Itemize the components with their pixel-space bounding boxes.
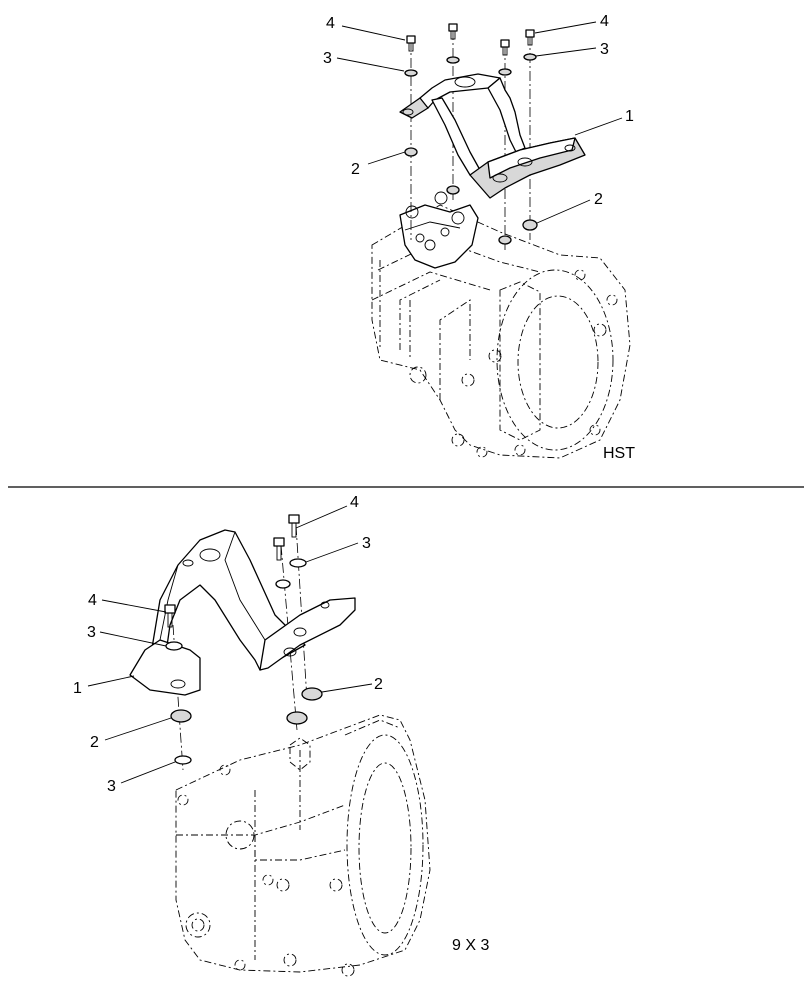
gear-leaders: [87, 505, 373, 784]
hst-transmission-housing: [371, 204, 631, 459]
callout: 1: [625, 108, 634, 125]
callout: 2: [351, 161, 360, 178]
gear-callouts: 4 3 4 3 1 2 2 3: [73, 494, 383, 795]
hst-bolt-1: [406, 35, 416, 52]
callout: 2: [90, 734, 99, 751]
gear-bolt-3: [288, 514, 300, 538]
gear-rubber-mounts: [170, 687, 323, 725]
callout: 2: [374, 676, 383, 693]
gear-view: 4 3 4 3 1 2 2 3 9 X 3: [73, 494, 489, 977]
callout: 3: [600, 41, 609, 58]
callout: 4: [88, 592, 97, 609]
gear-bolt-1: [164, 604, 176, 628]
hst-bolt-3: [500, 39, 510, 56]
hst-bolt-4: [525, 29, 535, 46]
gear-bracket: [129, 529, 356, 696]
hst-callouts: 4 4 3 3 1 2 2: [323, 13, 634, 208]
gear-bolts: [164, 514, 300, 628]
hst-bolts: [406, 23, 535, 56]
hst-bracket: [399, 73, 586, 199]
gear-transmission-housing: [175, 714, 431, 977]
view-caption-gear: 9 X 3: [452, 937, 489, 954]
gear-washers: [165, 558, 307, 765]
hst-washers: [404, 53, 537, 77]
hst-view: 4 4 3 3 1 2 2 HST: [323, 13, 635, 462]
callout: 3: [323, 50, 332, 67]
hst-valve-block: [399, 191, 479, 269]
hst-rubber-mounts: [404, 147, 538, 245]
callout: 3: [87, 624, 96, 641]
gear-bolt-2: [273, 537, 285, 561]
hst-leaders: [336, 21, 623, 224]
callout: 3: [107, 778, 116, 795]
view-caption-hst: HST: [603, 445, 635, 462]
callout: 1: [73, 680, 82, 697]
callout: 3: [362, 535, 371, 552]
callout: 4: [600, 13, 609, 30]
hst-bolt-2: [448, 23, 458, 40]
callout: 4: [350, 494, 359, 511]
callout: 2: [594, 191, 603, 208]
hst-centerlines: [410, 30, 531, 250]
callout: 4: [326, 15, 335, 32]
